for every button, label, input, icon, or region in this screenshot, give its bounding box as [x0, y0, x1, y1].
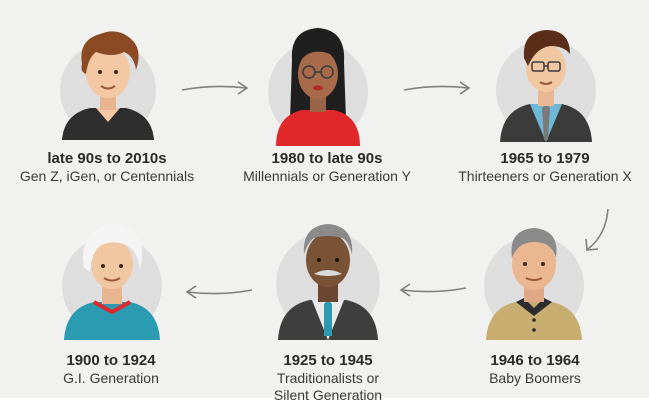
generation-name: Traditionalists or: [276, 370, 380, 386]
generation-silent: 1925 to 1945 Traditionalists or Silent G…: [213, 352, 443, 404]
arrow-left-icon: [185, 285, 253, 299]
generation-name: Gen Z, iGen, or Centennials: [19, 168, 195, 184]
years-label: 1946 to 1964: [490, 352, 580, 369]
generation-name-line2: Silent Generation: [273, 387, 383, 403]
middle-aged-man-portrait-icon: [478, 212, 590, 345]
generation-name: Baby Boomers: [489, 370, 581, 386]
arrow-right-icon: [403, 81, 471, 95]
older-man-mustache-portrait-icon: [272, 208, 384, 345]
years-label: 1925 to 1945: [283, 352, 373, 369]
arrow-left-icon: [399, 283, 467, 297]
generation-gen-x: 1965 to 1979 Thirteeners or Generation X: [430, 150, 649, 185]
generation-baby-boomers: 1946 to 1964 Baby Boomers: [420, 352, 649, 387]
arrow-down-icon: [585, 208, 609, 251]
teen-boy-portrait-icon: [56, 22, 160, 145]
elderly-woman-portrait-icon: [56, 212, 168, 345]
generation-name: G.I. Generation: [63, 370, 159, 386]
generation-name: Millennials or Generation Y: [243, 168, 411, 184]
generation-name: Thirteeners or Generation X: [458, 168, 632, 184]
years-label: 1900 to 1924: [66, 352, 156, 369]
generation-gi: 1900 to 1924 G.I. Generation: [0, 352, 226, 387]
generation-gen-z: late 90s to 2010s Gen Z, iGen, or Centen…: [0, 150, 222, 185]
arrow-right-icon: [181, 81, 249, 95]
years-label: 1965 to 1979: [500, 150, 590, 167]
man-glasses-tie-portrait-icon: [490, 16, 602, 147]
years-label: 1980 to late 90s: [271, 150, 383, 167]
generation-millennials: 1980 to late 90s Millennials or Generati…: [212, 150, 442, 185]
young-woman-portrait-icon: [262, 20, 374, 151]
years-label: late 90s to 2010s: [47, 150, 167, 167]
